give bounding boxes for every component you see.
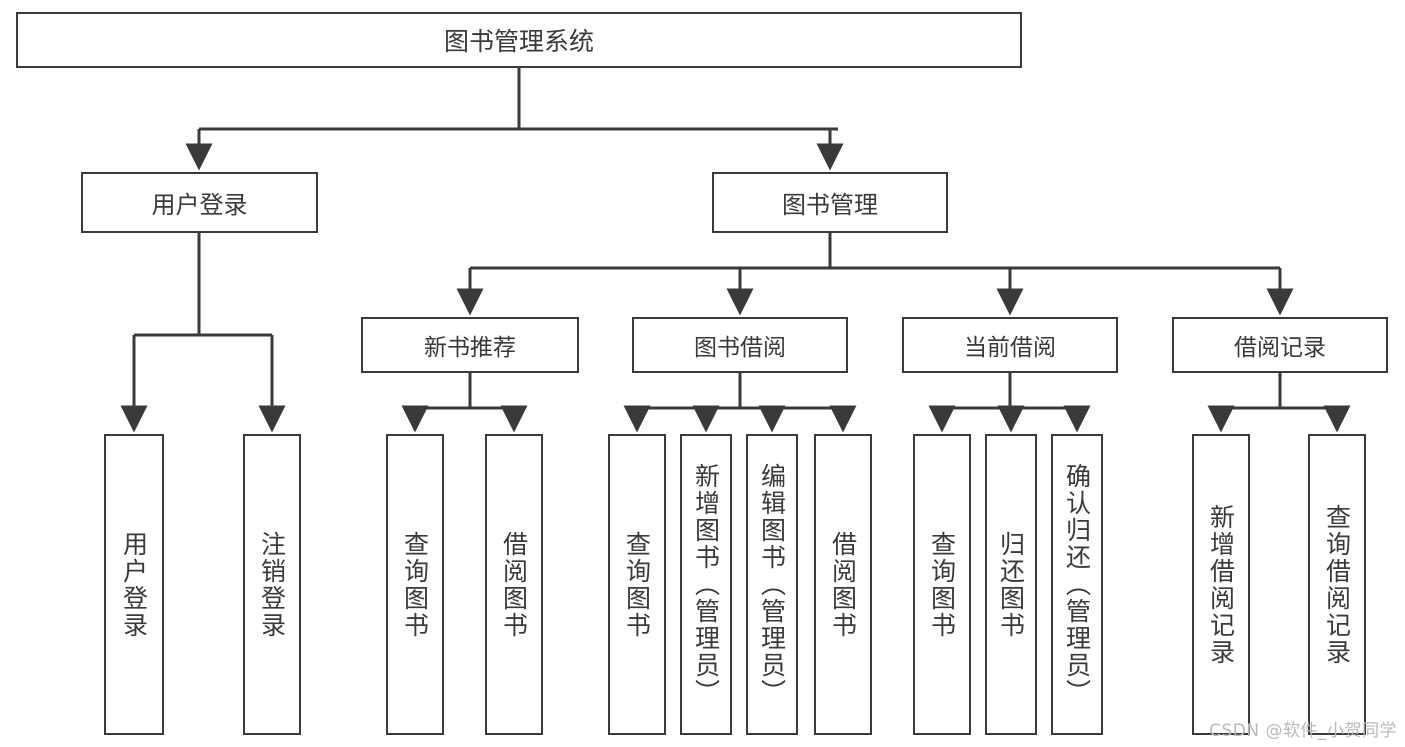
level2-node-0-label: 用户登录 [151, 191, 248, 219]
leaf-node-0-label: 用户登录 [119, 530, 149, 639]
leaf-node-2[interactable]: 查询图书 [386, 434, 444, 735]
leaf-node-1[interactable]: 注销登录 [243, 434, 301, 735]
level3-node-2[interactable]: 当前借阅 [902, 317, 1118, 373]
leaf-node-11[interactable]: 新增借阅记录 [1192, 434, 1250, 735]
level3-node-1[interactable]: 图书借阅 [632, 317, 848, 373]
leaf-node-9-label: 归还图书 [996, 530, 1026, 639]
leaf-node-5-label: 新增图书（管理员） [691, 463, 721, 706]
leaf-node-10[interactable]: 确认归还（管理员） [1051, 434, 1103, 735]
leaf-node-2-label: 查询图书 [400, 530, 430, 639]
leaf-node-7[interactable]: 借阅图书 [814, 434, 872, 735]
leaf-node-12[interactable]: 查询借阅记录 [1308, 434, 1366, 735]
leaf-node-4-label: 查询图书 [622, 530, 652, 639]
level2-node-1-label: 图书管理 [782, 191, 878, 219]
leaf-node-3-label: 借阅图书 [499, 530, 529, 639]
leaf-node-6[interactable]: 编辑图书（管理员） [746, 434, 798, 735]
level3-node-2-label: 当前借阅 [964, 335, 1056, 361]
leaf-node-9[interactable]: 归还图书 [985, 434, 1037, 735]
leaf-node-8[interactable]: 查询图书 [913, 434, 971, 735]
level2-node-1[interactable]: 图书管理 [712, 172, 948, 233]
level3-node-3-label: 借阅记录 [1234, 335, 1326, 361]
level3-node-0[interactable]: 新书推荐 [361, 317, 579, 373]
root-node-system-title[interactable]: 图书管理系统 [16, 12, 1022, 68]
level3-node-1-label: 图书借阅 [694, 335, 786, 361]
leaf-node-1-label: 注销登录 [257, 530, 287, 639]
leaf-node-7-label: 借阅图书 [828, 530, 858, 639]
level3-node-0-label: 新书推荐 [424, 335, 516, 361]
leaf-node-12-label: 查询借阅记录 [1322, 503, 1352, 666]
root-node-system-title-label: 图书管理系统 [443, 27, 594, 56]
leaf-node-11-label: 新增借阅记录 [1206, 503, 1236, 666]
leaf-node-8-label: 查询图书 [927, 530, 957, 639]
leaf-node-0[interactable]: 用户登录 [104, 434, 164, 735]
leaf-node-3[interactable]: 借阅图书 [485, 434, 543, 735]
level2-node-0[interactable]: 用户登录 [81, 172, 318, 233]
leaf-node-4[interactable]: 查询图书 [608, 434, 666, 735]
leaf-node-6-label: 编辑图书（管理员） [757, 463, 787, 706]
csdn-watermark: CSDN @软件_小贺同学 [1209, 721, 1397, 741]
leaf-node-5[interactable]: 新增图书（管理员） [680, 434, 732, 735]
leaf-node-10-label: 确认归还（管理员） [1062, 463, 1092, 706]
level3-node-3[interactable]: 借阅记录 [1172, 317, 1388, 373]
